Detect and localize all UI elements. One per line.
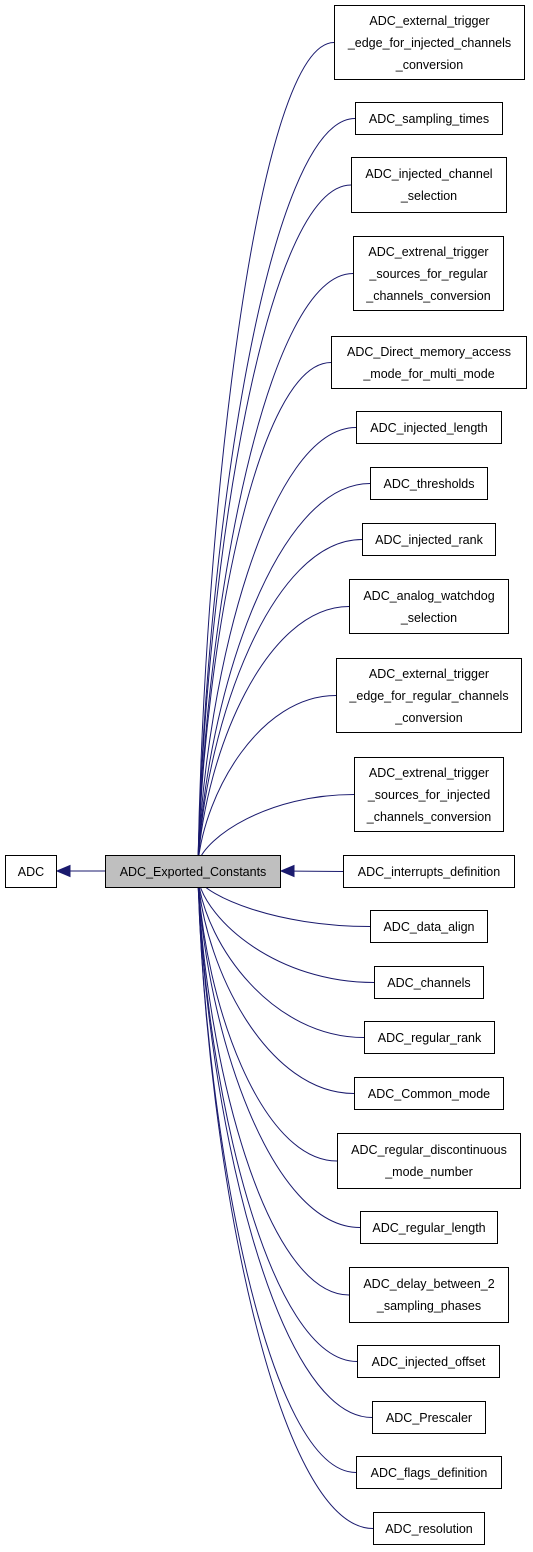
edge-arrow-interrupts-definition [279, 864, 295, 878]
edge-injected-rank [197, 539, 363, 864]
edge-flags-definition [197, 878, 357, 1473]
node-flags-definition[interactable]: ADC_flags_definition [356, 1456, 502, 1489]
edge-sampling-times [197, 118, 356, 864]
node-regular-discontinuous[interactable]: ADC_regular_discontinuous _mode_number [337, 1133, 521, 1189]
node-injected-offset[interactable]: ADC_injected_offset [357, 1345, 500, 1378]
edge-ext-trig-edge-regular [197, 695, 337, 864]
edge-analog-watchdog-selection [197, 606, 350, 864]
edge-injected-length [197, 427, 357, 864]
edge-delay-between-2 [197, 878, 350, 1296]
edge-thresholds [197, 483, 371, 864]
node-injected-rank[interactable]: ADC_injected_rank [362, 523, 496, 556]
node-injected-length[interactable]: ADC_injected_length [356, 411, 502, 444]
edge-regular-length [197, 878, 361, 1228]
node-common-mode[interactable]: ADC_Common_mode [354, 1077, 504, 1110]
node-data-align[interactable]: ADC_data_align [370, 910, 488, 943]
node-resolution[interactable]: ADC_resolution [373, 1512, 485, 1545]
node-dma-multi-mode[interactable]: ADC_Direct_memory_access _mode_for_multi… [331, 336, 527, 389]
edge-common-mode [197, 878, 355, 1094]
edge-channels [197, 878, 375, 983]
edge-injected-channel-selection [197, 184, 352, 864]
node-ext-trig-edge-regular[interactable]: ADC_external_trigger _edge_for_regular_c… [336, 658, 522, 733]
node-injected-channel-selection[interactable]: ADC_injected_channel _selection [351, 157, 507, 213]
node-analog-watchdog-selection[interactable]: ADC_analog_watchdog _selection [349, 579, 509, 634]
node-channels[interactable]: ADC_channels [374, 966, 484, 999]
edge-injected-offset [197, 878, 358, 1362]
node-sampling-times[interactable]: ADC_sampling_times [355, 102, 503, 135]
edge-regular-rank [197, 878, 365, 1038]
node-extrenal-trig-sources-injected[interactable]: ADC_extrenal_trigger _sources_for_inject… [354, 757, 504, 832]
node-extrenal-trig-sources-regular[interactable]: ADC_extrenal_trigger _sources_for_regula… [353, 236, 504, 311]
edge-arrow-to-adc [55, 864, 71, 878]
edge-dma-multi-mode [197, 362, 332, 864]
edge-resolution [197, 878, 374, 1529]
node-thresholds[interactable]: ADC_thresholds [370, 467, 488, 500]
node-regular-length[interactable]: ADC_regular_length [360, 1211, 498, 1244]
edge-extrenal-trig-sources-regular [197, 273, 354, 864]
node-delay-between-2[interactable]: ADC_delay_between_2 _sampling_phases [349, 1267, 509, 1323]
node-adc-exported-constants: ADC_Exported_Constants [105, 855, 281, 888]
edge-extrenal-trig-sources-injected [197, 794, 355, 864]
node-interrupts-definition[interactable]: ADC_interrupts_definition [343, 855, 515, 888]
edge-regular-discontinuous [197, 878, 338, 1162]
node-adc[interactable]: ADC [5, 855, 57, 888]
node-regular-rank[interactable]: ADC_regular_rank [364, 1021, 495, 1054]
node-prescaler[interactable]: ADC_Prescaler [372, 1401, 486, 1434]
node-ext-trig-edge-injected[interactable]: ADC_external_trigger _edge_for_injected_… [334, 5, 525, 80]
edge-ext-trig-edge-injected [197, 42, 335, 864]
